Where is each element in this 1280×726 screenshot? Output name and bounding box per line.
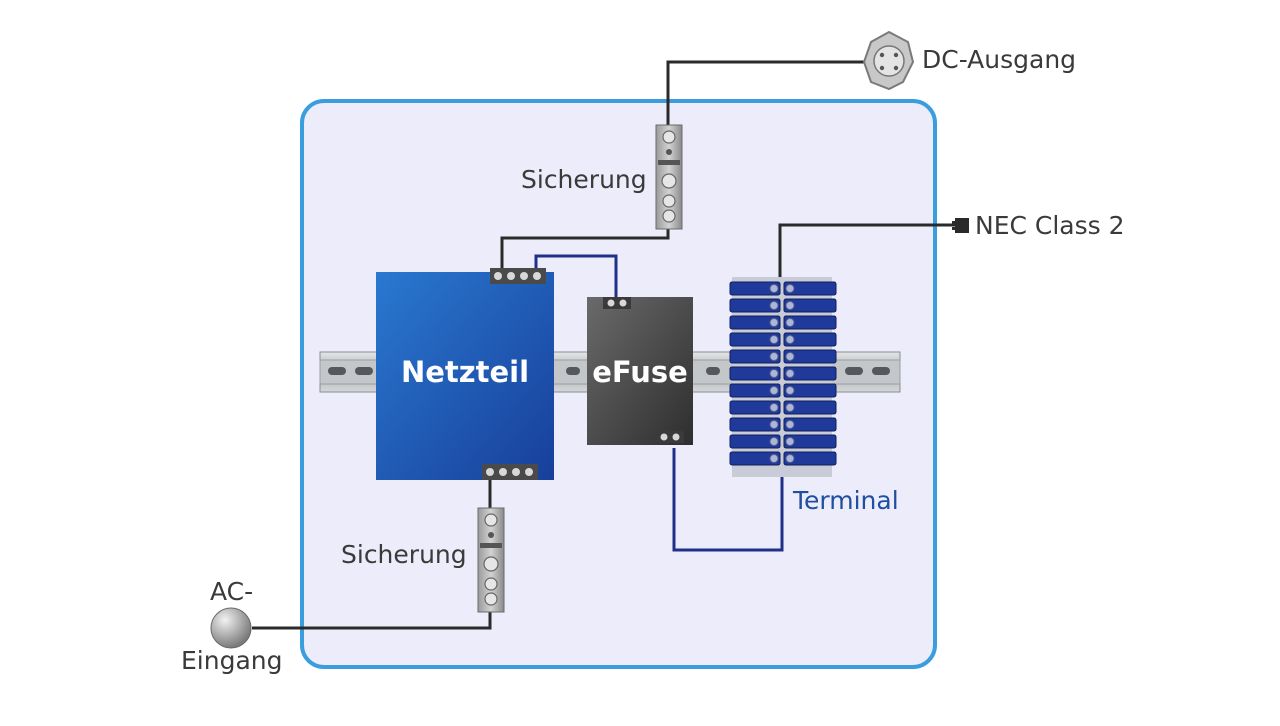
nec-class-label: NEC Class 2 [975,211,1125,240]
terminal-screw [769,420,779,429]
terminal-screw [769,352,779,361]
terminal-screw [769,386,779,395]
terminal-slot [729,417,781,432]
ac-input-label-line2: Eingang [181,646,283,675]
terminal-slot [729,332,781,347]
terminal-slot [729,315,781,330]
terminal-screw [769,301,779,310]
terminal-screw [785,403,795,412]
power-supply-module [376,268,554,480]
terminal-screw [769,454,779,463]
terminal-slot [783,281,837,296]
terminal-screw [785,301,795,310]
dc-output-label: DC-Ausgang [922,45,1077,74]
terminal-screw [769,318,779,327]
ac-input-label-line1: AC- [210,577,254,606]
terminal-slot [729,434,781,449]
terminal-label: Terminal [793,486,899,515]
terminal-slot [729,400,781,415]
terminal-screw [769,403,779,412]
terminal-screw [785,369,795,378]
terminal-slot [729,451,781,466]
terminal-slot [783,434,837,449]
terminal-screw [769,284,779,293]
terminal-slot [729,349,781,364]
terminal-slot [783,383,837,398]
nec-plug-icon [952,218,969,233]
terminal-screw [785,284,795,293]
terminal-slot [729,298,781,313]
terminal-slot [729,383,781,398]
wires-dark [252,60,956,630]
terminal-slot [783,451,837,466]
terminal-slot [729,281,781,296]
terminal-slot [783,400,837,415]
terminal-slot [783,332,837,347]
fuse-holder-icon [655,124,683,230]
terminal-screw [769,437,779,446]
terminal-slot [783,298,837,313]
terminal-screw [785,454,795,463]
wires-blue [534,254,784,552]
dc-output-connector-icon [862,30,915,91]
terminal-slot [783,417,837,432]
terminal-block [729,277,837,477]
terminal-slot [729,366,781,381]
efuse-label: eFuse [592,355,688,389]
power-supply-label: Netzteil [400,355,530,389]
fuse-holder-icon [477,507,505,613]
terminal-slot [783,366,837,381]
terminal-screw [785,352,795,361]
fuse-bottom-label: Sicherung [341,540,467,569]
ac-input-plug-icon [210,607,252,649]
terminal-screw [785,318,795,327]
terminal-screw [769,369,779,378]
terminal-screw [785,386,795,395]
terminal-slot [783,349,837,364]
terminal-screw [785,420,795,429]
terminal-slot [783,315,837,330]
terminal-screw [785,335,795,344]
terminal-screw [769,335,779,344]
efuse-module [587,297,693,445]
fuse-top-label: Sicherung [521,165,647,194]
terminal-screw [785,437,795,446]
